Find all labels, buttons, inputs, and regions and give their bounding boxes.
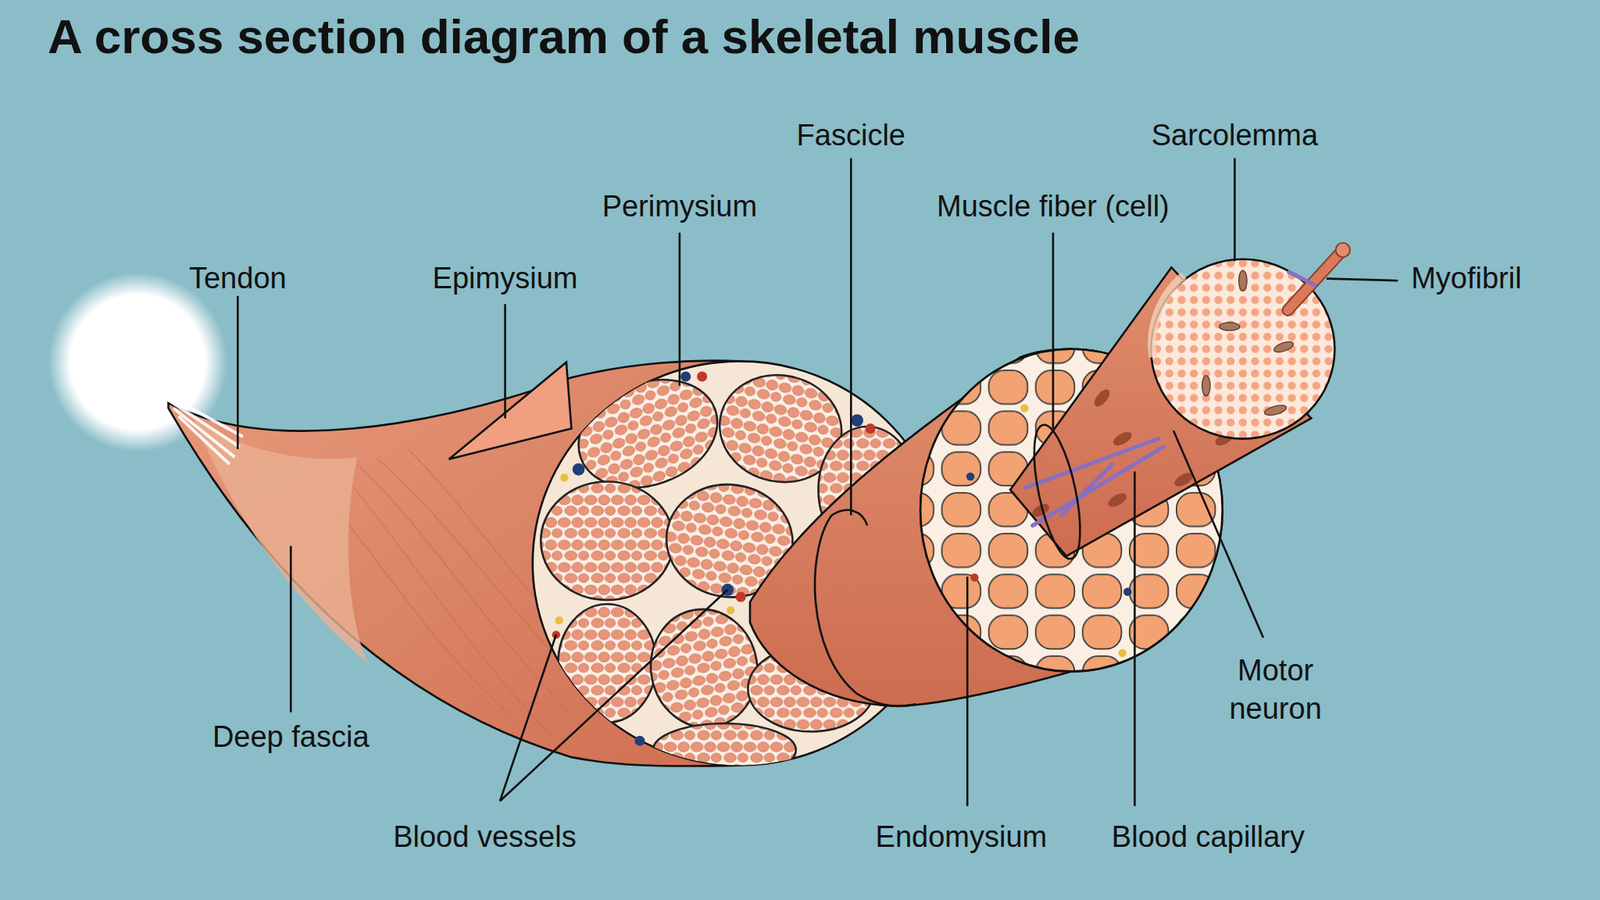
part-label: Myofibril: [1410, 259, 1522, 298]
part-label: Muscle fiber (cell): [936, 187, 1170, 226]
part-label: Perimysium: [602, 187, 758, 226]
part-label: Endomysium: [875, 818, 1048, 858]
part-label: Blood vessels: [392, 818, 576, 858]
leader-lines: [237, 157, 1398, 806]
part-label: Deep fascia: [212, 718, 370, 758]
part-label: Motor neuron: [1209, 651, 1343, 729]
part-label: Blood capillary: [1111, 818, 1305, 858]
part-label: Epimysium: [432, 259, 579, 298]
diagram-title: A cross section diagram of a skeletal mu…: [47, 8, 1080, 65]
part-label: Sarcolemma: [1151, 116, 1318, 155]
part-label: Tendon: [189, 259, 287, 298]
part-label: Fascicle: [796, 116, 906, 155]
